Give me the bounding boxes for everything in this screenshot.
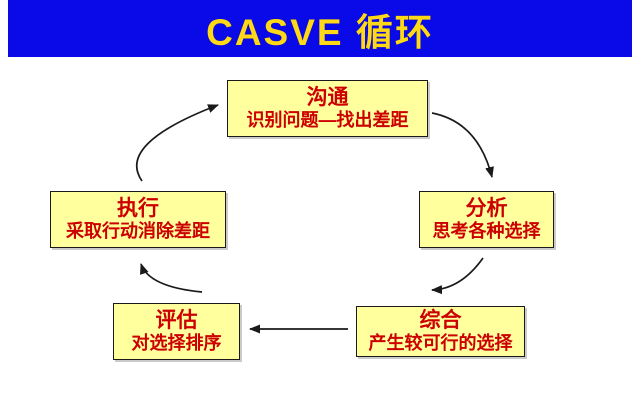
node-subtitle: 采取行动消除差距: [66, 221, 210, 242]
node-subtitle: 对选择排序: [131, 333, 222, 354]
arrow-evaluation-to-execution: [140, 263, 203, 293]
arrow-execution-to-communication: [136, 104, 219, 182]
node-title: 沟通: [306, 85, 349, 109]
arrow-analysis-to-synthesis: [431, 257, 484, 295]
node-title: 评估: [155, 308, 198, 332]
title-banner: CASVE 循环: [8, 0, 632, 57]
node-synthesis: 综合 产生较可行的选择: [356, 306, 525, 357]
node-title: 综合: [419, 308, 462, 332]
node-execution: 执行 采取行动消除差距: [50, 191, 226, 248]
node-subtitle: 识别问题—找出差距: [246, 110, 409, 131]
node-subtitle: 思考各种选择: [432, 221, 541, 242]
node-title: 分析: [465, 196, 508, 220]
page-title: CASVE 循环: [206, 11, 434, 53]
node-communication: 沟通 识别问题—找出差距: [227, 80, 428, 137]
node-analysis: 分析 思考各种选择: [419, 191, 554, 248]
node-evaluation: 评估 对选择排序: [113, 303, 240, 360]
arrow-communication-to-analysis: [431, 112, 494, 178]
node-subtitle: 产生较可行的选择: [368, 333, 513, 354]
node-title: 执行: [117, 196, 159, 220]
